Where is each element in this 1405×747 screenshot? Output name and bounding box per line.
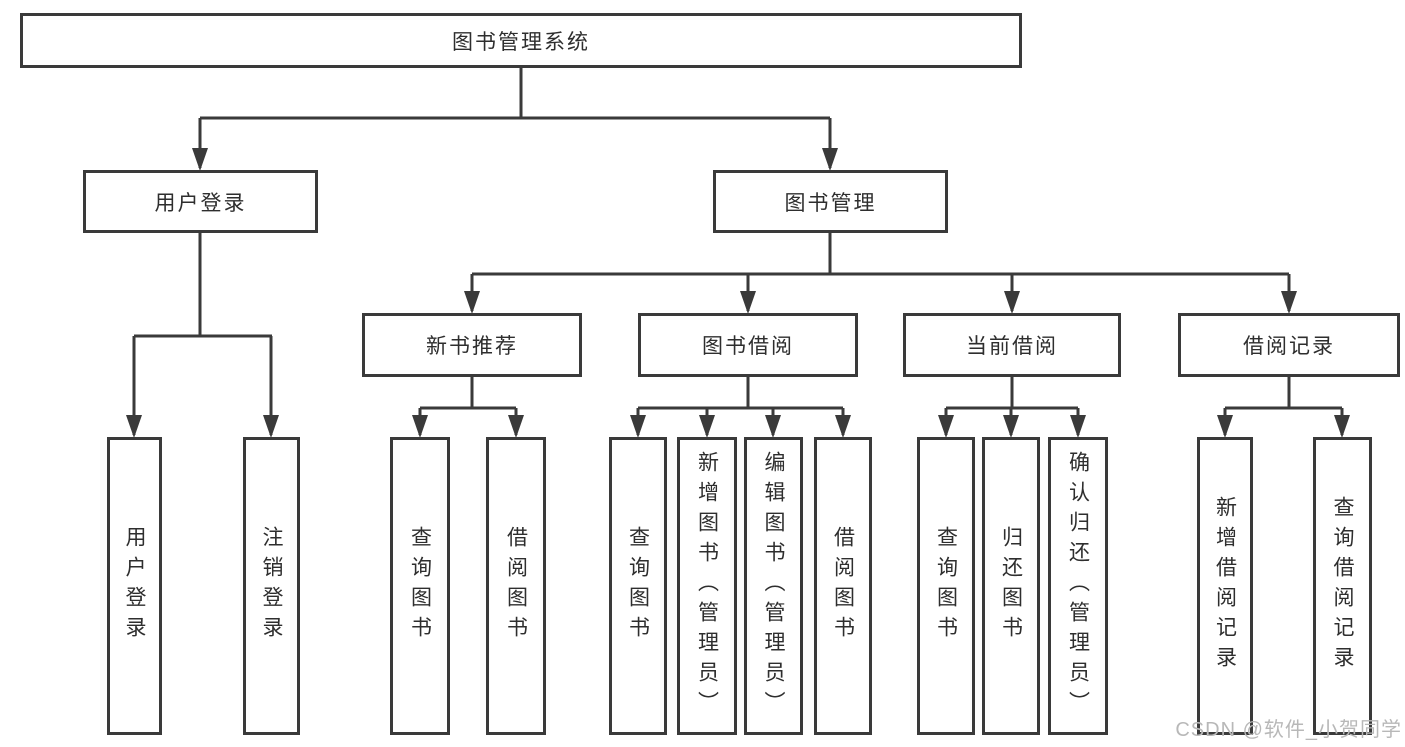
node-current-borrow: 当前借阅	[903, 313, 1121, 377]
leaf-query-books-recommend: 查询图书	[390, 437, 450, 735]
leaf-query-books-borrow-label: 查询图书	[626, 526, 650, 646]
leaf-logout-login: 注销登录	[243, 437, 300, 735]
node-book-management: 图书管理	[713, 170, 948, 233]
node-user-login-label: 用户登录	[154, 191, 247, 215]
leaf-query-books-current: 查询图书	[917, 437, 975, 735]
leaf-return-books: 归还图书	[982, 437, 1040, 735]
leaf-edit-books-admin-label: 编辑图书（管理员）	[762, 451, 785, 721]
leaf-borrow-books-recommend-label: 借阅图书	[504, 526, 528, 646]
leaf-add-borrow-record: 新增借阅记录	[1197, 437, 1253, 735]
leaf-add-books-admin-label: 新增图书（管理员）	[695, 451, 719, 721]
leaf-borrow-books-recommend: 借阅图书	[486, 437, 546, 735]
node-book-borrow-label: 图书借阅	[702, 335, 794, 358]
node-borrow-records: 借阅记录	[1178, 313, 1400, 377]
node-new-book-recommend: 新书推荐	[362, 313, 582, 377]
leaf-confirm-return-admin: 确认归还（管理员）	[1048, 437, 1108, 735]
node-current-borrow-label: 当前借阅	[966, 335, 1058, 358]
leaf-edit-books-admin: 编辑图书（管理员）	[744, 437, 803, 735]
node-root: 图书管理系统	[20, 13, 1022, 68]
leaf-query-books-current-label: 查询图书	[934, 526, 958, 646]
leaf-borrow-books-borrow: 借阅图书	[814, 437, 872, 735]
leaf-add-borrow-record-label: 新增借阅记录	[1213, 496, 1237, 676]
node-root-label: 图书管理系统	[452, 30, 590, 54]
leaf-user-login: 用户登录	[107, 437, 162, 735]
watermark: CSDN @软件_小贺同学	[1175, 719, 1402, 741]
node-new-book-recommend-label: 新书推荐	[426, 335, 518, 358]
leaf-borrow-books-borrow-label: 借阅图书	[831, 526, 855, 646]
leaf-return-books-label: 归还图书	[999, 526, 1023, 646]
node-user-login: 用户登录	[83, 170, 318, 233]
leaf-confirm-return-admin-label: 确认归还（管理员）	[1066, 451, 1090, 721]
node-borrow-records-label: 借阅记录	[1243, 335, 1335, 358]
node-book-borrow: 图书借阅	[638, 313, 858, 377]
leaf-query-borrow-record-label: 查询借阅记录	[1331, 496, 1354, 676]
node-book-management-label: 图书管理	[784, 191, 877, 215]
leaf-logout-login-label: 注销登录	[260, 526, 283, 646]
leaf-query-books-borrow: 查询图书	[609, 437, 667, 735]
leaf-query-books-recommend-label: 查询图书	[408, 526, 432, 646]
leaf-add-books-admin: 新增图书（管理员）	[677, 437, 737, 735]
leaf-user-login-label: 用户登录	[123, 526, 146, 646]
leaf-query-borrow-record: 查询借阅记录	[1313, 437, 1372, 735]
